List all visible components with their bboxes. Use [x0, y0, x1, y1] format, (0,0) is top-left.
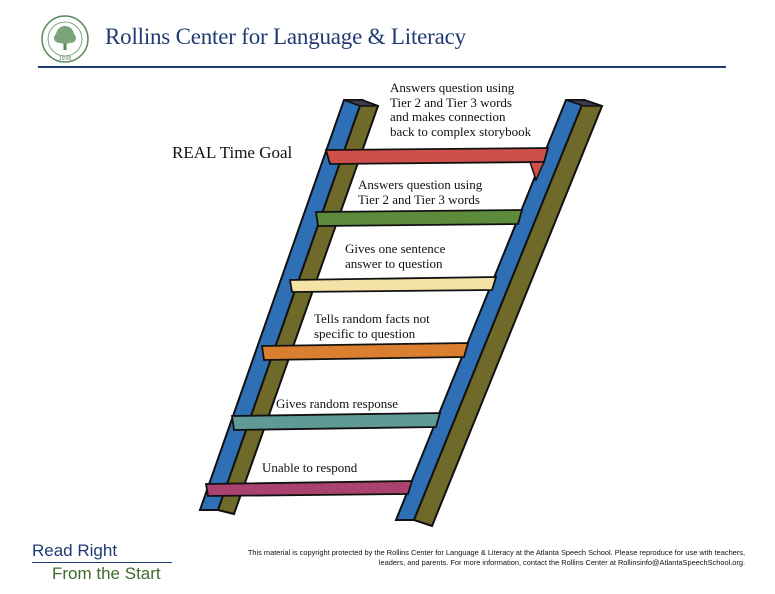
goal-label: REAL Time Goal — [172, 143, 293, 162]
step-label-2: Gives random response — [276, 396, 399, 411]
brand-line-1: Read Right — [32, 541, 118, 560]
step-label-1: Unable to respond — [262, 460, 358, 475]
step-label-3: Tells random facts not specific to quest… — [314, 311, 430, 341]
rung-6 — [324, 147, 550, 165]
logo-year: 1938 — [59, 56, 72, 62]
left-rail-cap — [343, 99, 379, 107]
step-label-6: Answers question using Tier 2 and Tier 3… — [390, 80, 532, 139]
header-divider — [38, 66, 726, 68]
rung-6-brace — [528, 161, 546, 183]
rung-2 — [230, 412, 442, 431]
step-label-5: Answers question using Tier 2 and Tier 3… — [358, 177, 483, 207]
rung-1 — [204, 480, 414, 497]
read-right-brand: Read Right From the Start — [32, 541, 172, 584]
org-name: Rollins Center for Language & Literacy — [105, 24, 466, 49]
brand-line-2: From the Start — [52, 564, 161, 583]
rung-5 — [314, 209, 524, 227]
step-label-4: Gives one sentence answer to question — [345, 241, 446, 271]
brand-divider — [32, 562, 172, 563]
rung-4 — [288, 276, 498, 293]
copyright-notice: This material is copyright protected by … — [247, 548, 745, 567]
right-rail-side — [412, 98, 604, 528]
right-rail-cap — [565, 99, 603, 107]
tree-seal-icon: 1938 — [41, 15, 89, 63]
rung-3 — [260, 342, 470, 361]
